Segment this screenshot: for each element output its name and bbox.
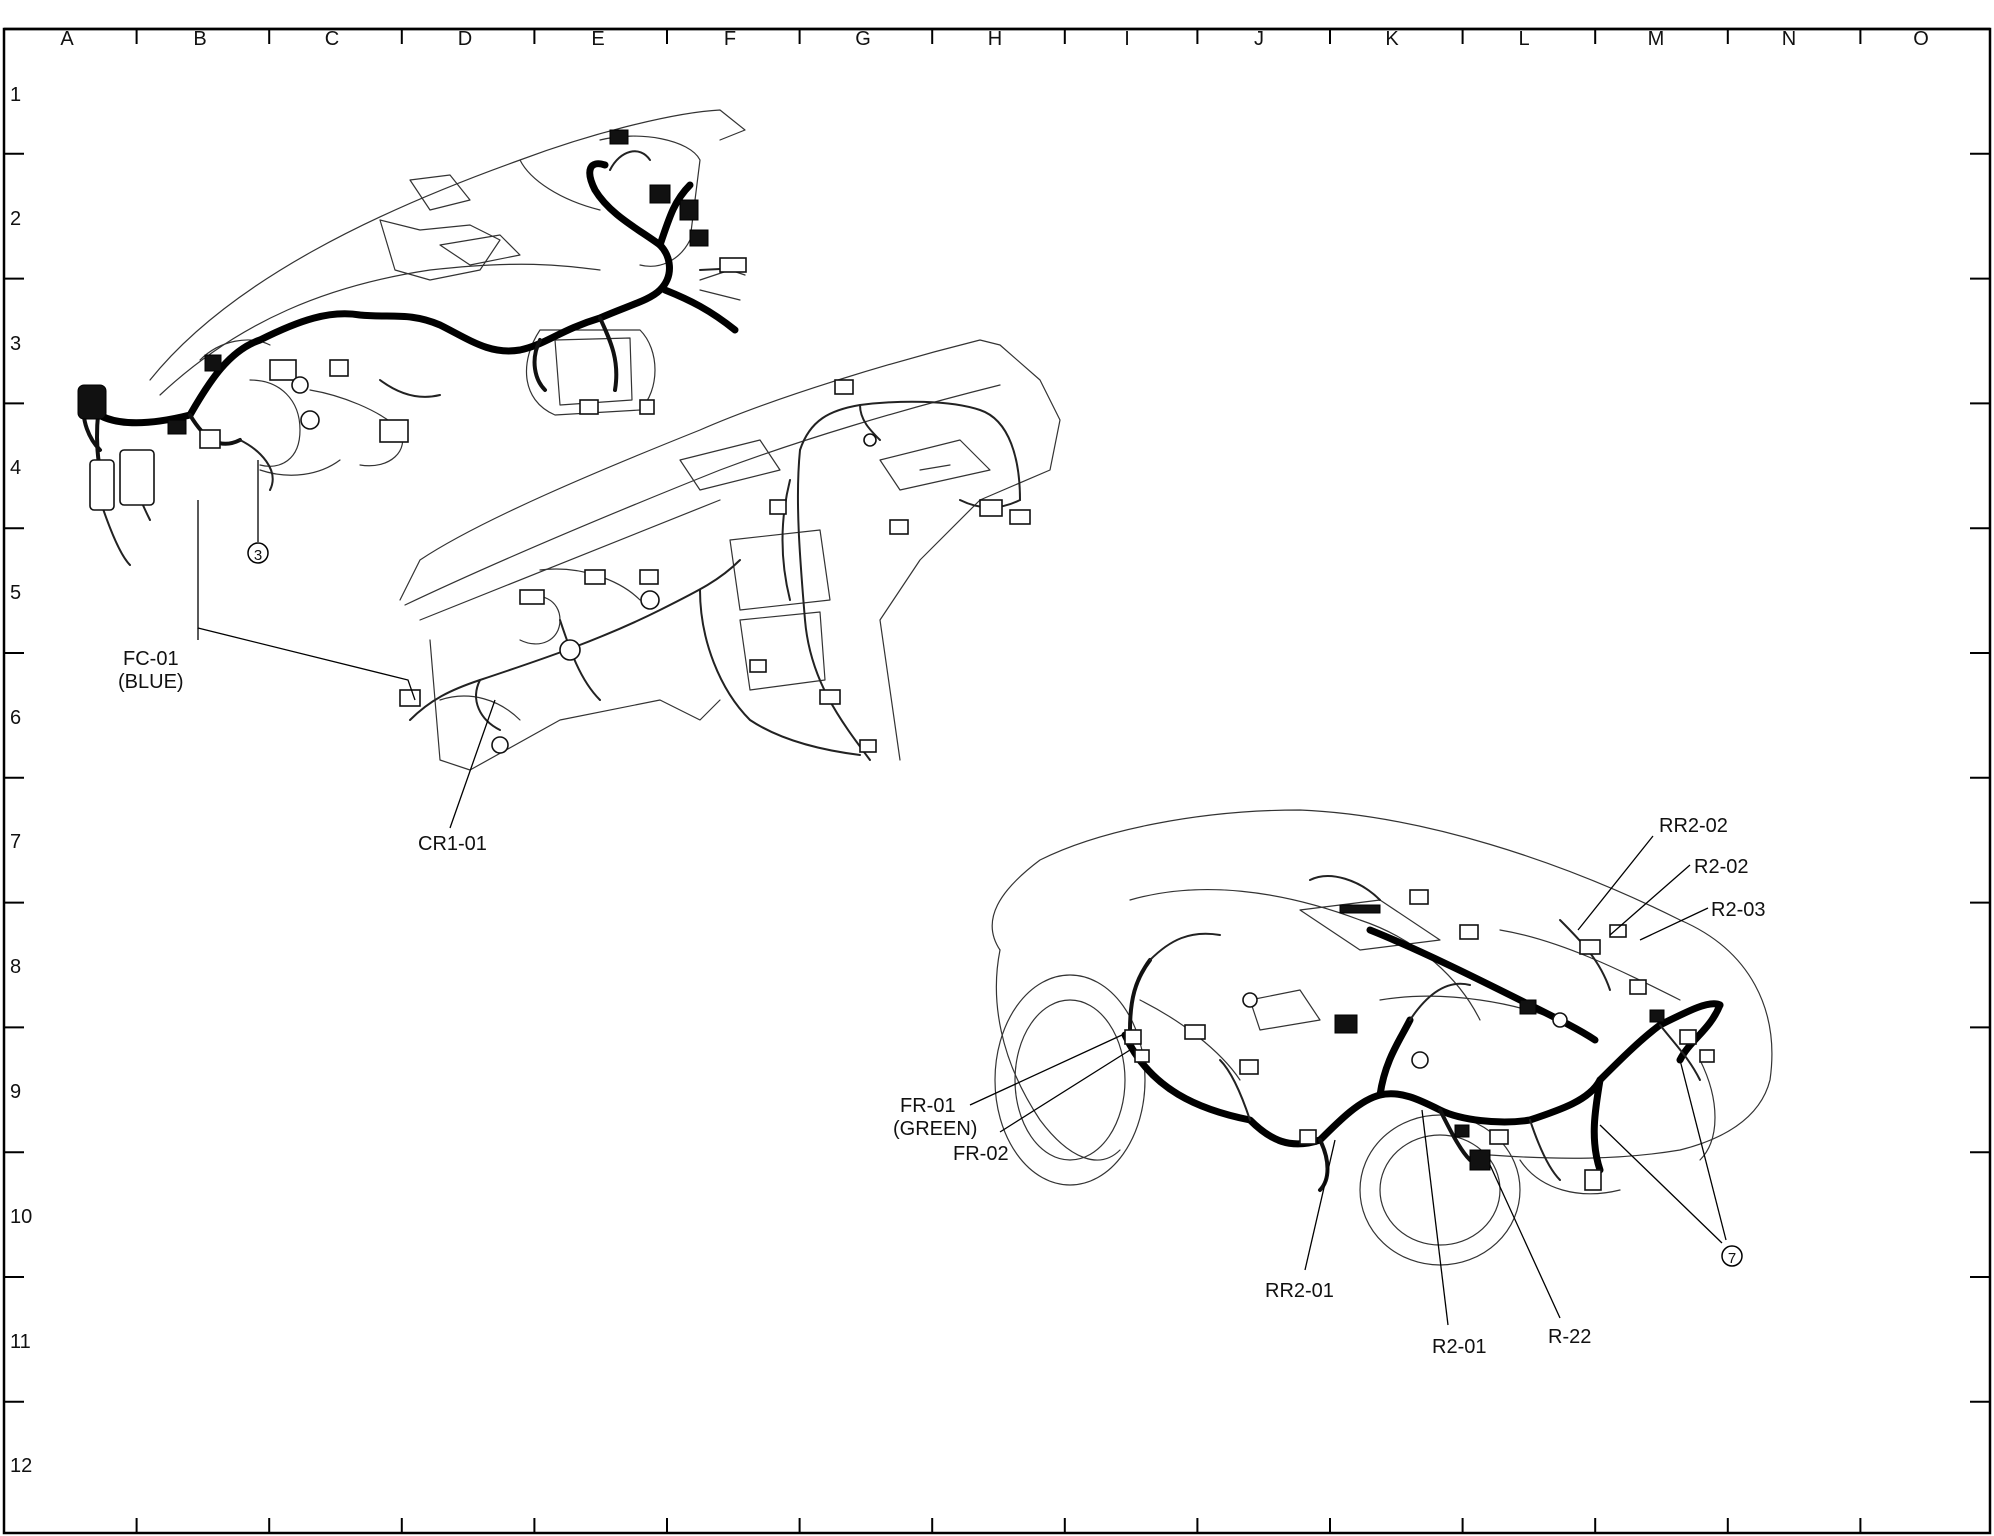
reference-circle-7 — [1721, 1245, 1743, 1267]
column-label: B — [193, 28, 206, 50]
label-fc-01-color: (BLUE) — [118, 671, 184, 693]
reference-circle-3 — [247, 542, 269, 564]
label-fc-01: FC-01 — [123, 648, 179, 670]
row-label: 1 — [10, 84, 21, 106]
column-label: I — [1124, 28, 1130, 50]
column-label: E — [591, 28, 604, 50]
rear-wheel — [1359, 1114, 1521, 1266]
reference-number-7: 7 — [1728, 1250, 1736, 1267]
row-label: 11 — [10, 1331, 31, 1353]
label-fr-01: FR-01 — [900, 1095, 956, 1117]
column-label: L — [1518, 28, 1529, 50]
front-harness-illustration — [77, 109, 747, 566]
column-label: J — [1254, 28, 1264, 50]
column-label: G — [855, 28, 871, 50]
label-r2-02: R2-02 — [1694, 856, 1748, 878]
front-wheel — [994, 974, 1146, 1186]
row-label: 4 — [10, 457, 21, 479]
drawing-frame — [2, 27, 1992, 1535]
column-label: D — [458, 28, 472, 50]
row-label: 3 — [10, 333, 21, 355]
row-label: 8 — [10, 956, 21, 978]
row-label: 6 — [10, 707, 21, 729]
label-rr2-02: RR2-02 — [1659, 815, 1728, 837]
column-label: A — [60, 28, 74, 50]
label-r-22: R-22 — [1548, 1326, 1591, 1348]
column-label: H — [988, 28, 1002, 50]
row-label: 7 — [10, 831, 21, 853]
column-label: K — [1385, 28, 1399, 50]
column-label: O — [1913, 28, 1929, 50]
rear-main-harness — [1121, 1000, 1724, 1148]
column-label: F — [724, 28, 736, 50]
dashboard-outline — [399, 339, 1061, 761]
label-r2-01: R2-01 — [1432, 1336, 1486, 1358]
row-label: 12 — [10, 1455, 32, 1477]
label-r2-03: R2-03 — [1711, 899, 1765, 921]
label-cr1-01: CR1-01 — [418, 833, 487, 855]
leader-lines — [197, 460, 1727, 1326]
cowl-outline — [149, 109, 746, 381]
column-label: C — [325, 28, 339, 50]
column-labels: A B C D E F G H I J K L M N O — [60, 28, 1928, 50]
rear-body-illustration — [991, 809, 1773, 1266]
row-label: 5 — [10, 582, 21, 604]
row-label: 2 — [10, 208, 21, 230]
row-label: 10 — [10, 1206, 32, 1228]
reference-number-3: 3 — [254, 547, 262, 564]
callout-labels: FC-01 (BLUE) 3 CR1-01 FR-01 (GREEN) FR-0… — [118, 542, 1765, 1358]
column-label: M — [1648, 28, 1665, 50]
row-labels: 1 2 3 4 5 6 7 8 9 10 11 12 — [10, 84, 32, 1477]
car-body-outline — [991, 809, 1773, 1159]
row-label: 9 — [10, 1081, 21, 1103]
label-fr-02: FR-02 — [953, 1143, 1009, 1165]
label-fr-01-color: (GREEN) — [893, 1118, 977, 1140]
column-label: N — [1782, 28, 1796, 50]
front-main-harness — [81, 241, 673, 427]
label-rr2-01: RR2-01 — [1265, 1280, 1334, 1302]
instrument-panel-illustration — [399, 339, 1061, 771]
